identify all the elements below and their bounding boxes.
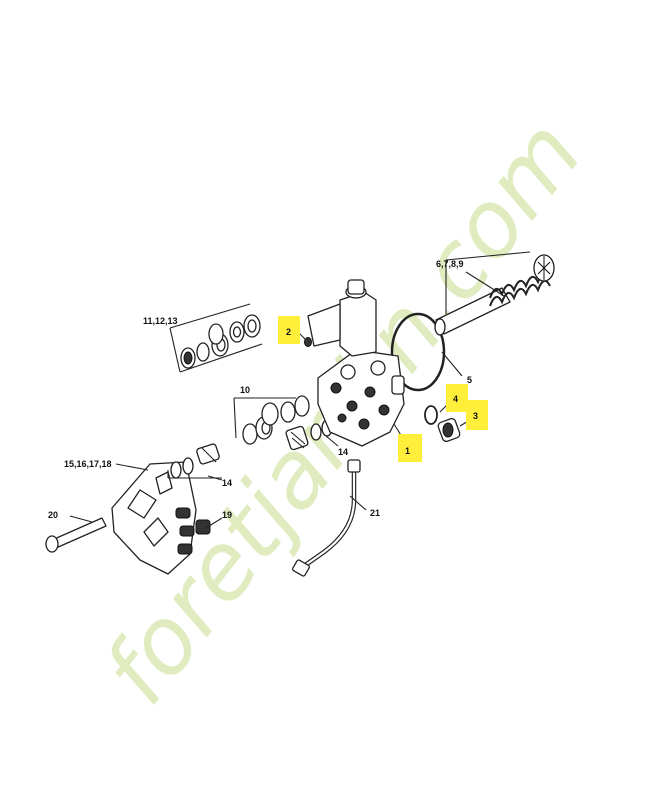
- part-1-pump-head: [307, 279, 405, 447]
- callout-4: 4: [453, 394, 458, 404]
- callout-11-13: 11,12,13: [143, 316, 178, 326]
- callout-14-center: 14: [338, 447, 348, 457]
- callout-6-9: 6,7,8,9: [436, 259, 464, 269]
- part-14-lower: [167, 443, 222, 479]
- callout-10: 10: [240, 385, 250, 395]
- callout-20: 20: [48, 510, 58, 520]
- part-19-plug: [195, 519, 211, 535]
- callout-2: 2: [286, 327, 291, 337]
- part-11-13-seal-stack: [169, 303, 263, 373]
- part-6-9-piston-spring: [434, 251, 555, 336]
- part-10-seal-stack: [233, 395, 310, 445]
- callout-3-highlight: [466, 400, 488, 430]
- callout-3: 3: [473, 411, 478, 421]
- callout-2-highlight: [278, 316, 300, 344]
- callout-21: 21: [370, 508, 380, 518]
- callout-1-highlight: [398, 434, 422, 462]
- part-15-18-manifold: [111, 461, 197, 575]
- part-21-tube: [292, 459, 361, 577]
- callout-1: 1: [405, 446, 410, 456]
- callout-5: 5: [467, 375, 472, 385]
- callout-19: 19: [222, 510, 232, 520]
- part-5-large-oring: [390, 312, 446, 392]
- callout-4-highlight: [446, 384, 468, 412]
- callout-15-18: 15,16,17,18: [64, 459, 112, 469]
- part-20-bolt: [45, 517, 107, 553]
- callout-14-lower: 14: [222, 478, 232, 488]
- part-3-4-fittings: [424, 405, 461, 442]
